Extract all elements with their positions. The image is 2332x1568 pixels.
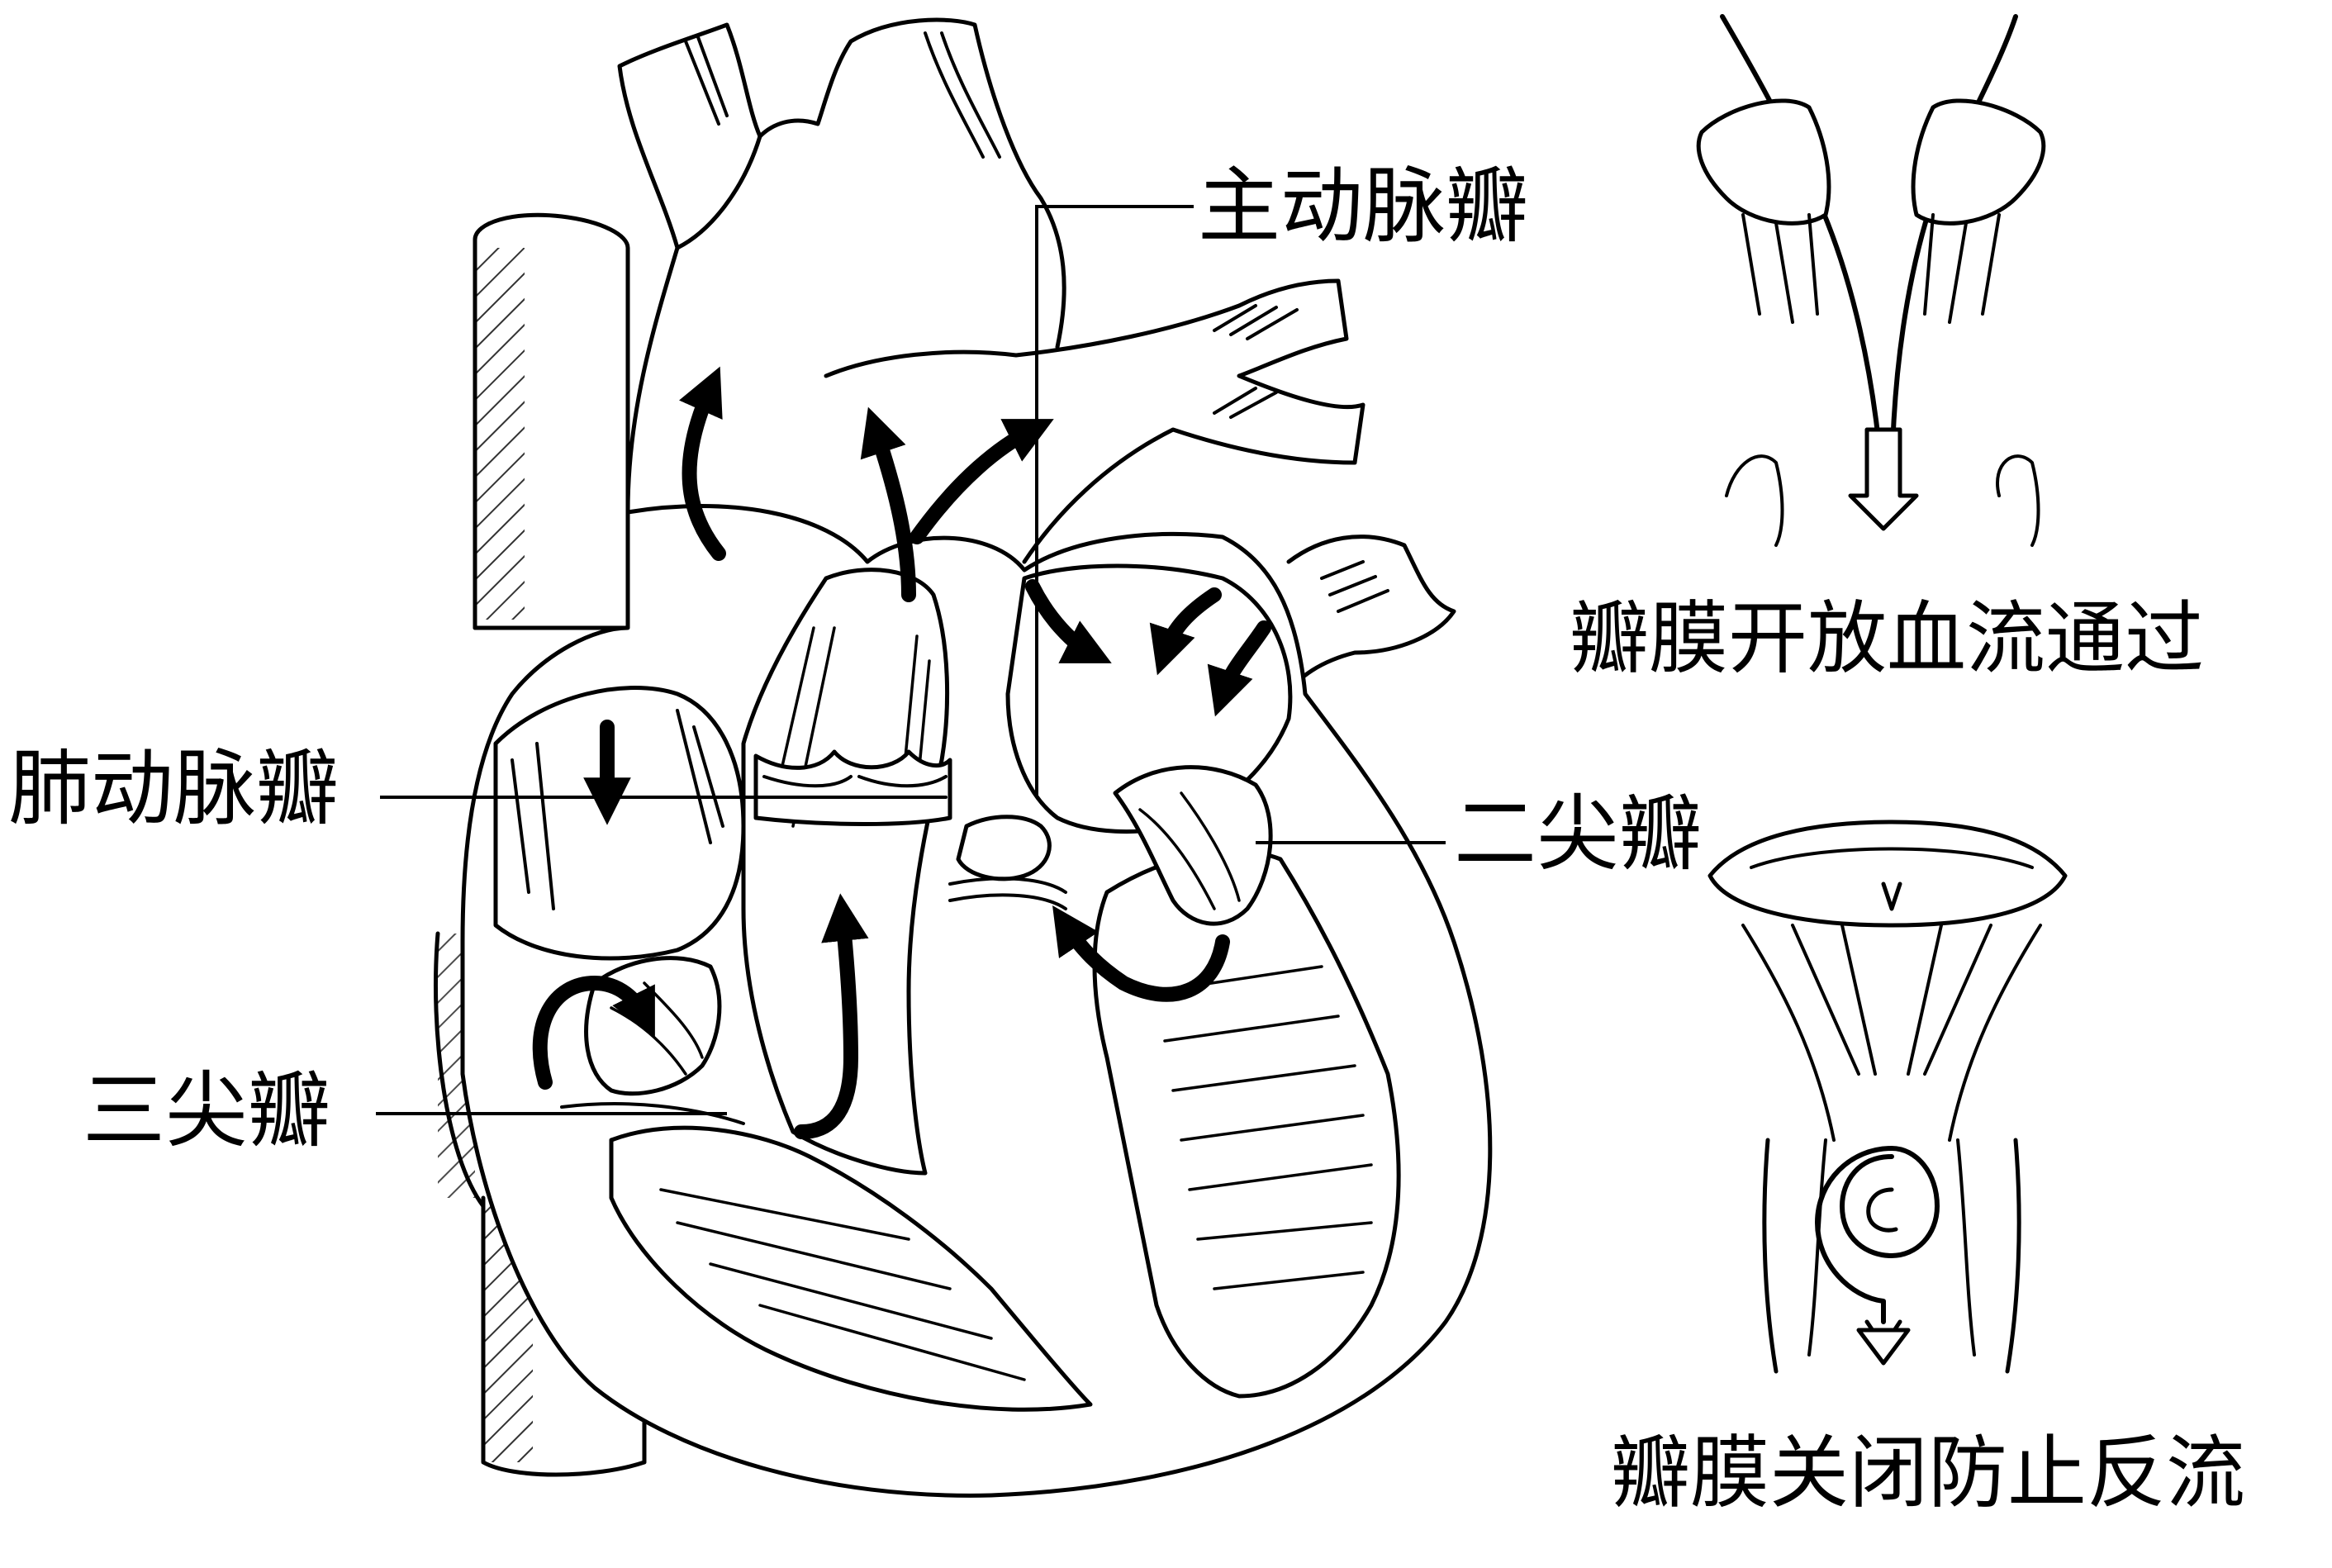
flow-arrow-pulmonary-up [860,406,916,602]
superior-vena-cava [473,212,630,630]
right-atrium [493,686,746,961]
flow-arrow-aorta-left [678,366,726,561]
aortic-valve-cusps [948,815,1067,910]
open-valve-illustration [1696,14,2046,547]
blood-flow-arrows [532,366,1271,1139]
flow-arrow-left-atrium-3 [1207,620,1271,717]
label-tricuspid-valve: 三尖瓣 [83,1062,330,1159]
caption-valve-open: 瓣膜开放血流通过 [1570,592,2204,685]
flow-arrow-left-atrium-2 [1149,587,1222,676]
right-ventricle [609,1125,1093,1412]
pulmonary-outflow [741,568,950,1176]
label-mitral-valve: 二尖瓣 [1454,786,1702,882]
pulmonary-veins [1286,535,1456,696]
leader-lines [376,205,1446,1115]
label-pulmonary-valve: 肺动脉瓣 [8,740,339,837]
caption-valve-closed: 瓣膜关闭防止反流 [1611,1427,2245,1519]
pulmonary-valve-cusps [753,749,952,826]
flow-arrow-pulmonary-right [910,419,1054,544]
aortic-arch [617,17,1066,515]
flow-arrow-tricuspid [532,975,655,1090]
flow-arrow-left-ventricle [1052,905,1230,1002]
flow-arrow-right-ventricle [794,893,869,1139]
leader-aortic-valve [1035,205,1194,797]
label-aortic-valve: 主动脉瓣 [1198,158,1528,254]
closed-valve-illustration [1707,820,2068,1374]
mitral-valve-leaflets [1113,765,1273,926]
